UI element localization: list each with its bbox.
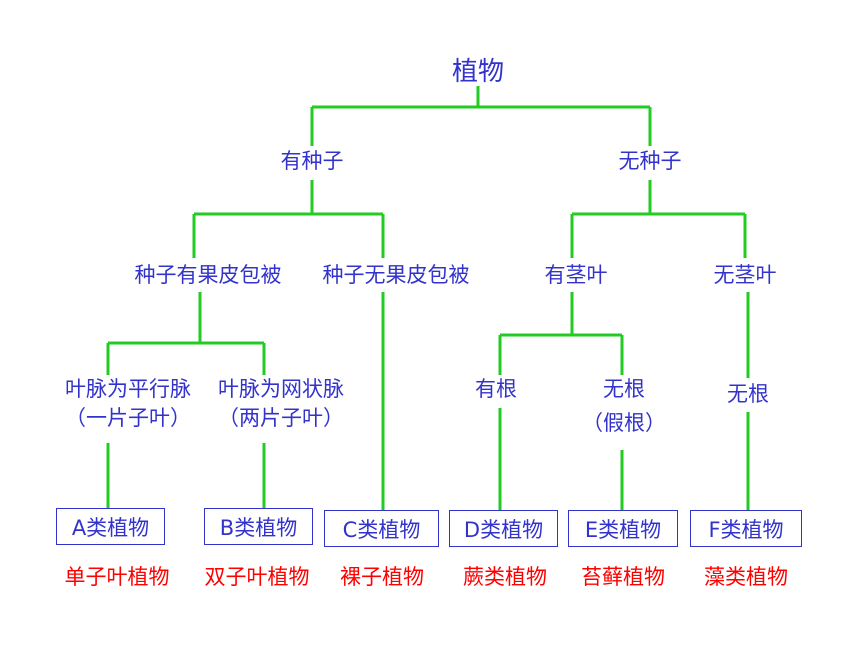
group-fern: 蕨类植物	[463, 565, 547, 589]
node-two-cotyledons: （两片子叶）	[218, 406, 344, 430]
root-node: 植物	[451, 57, 505, 87]
node-no-stem-leaf: 无茎叶	[713, 263, 777, 287]
node-seed-with-pericarp: 种子有果皮包被	[134, 263, 282, 287]
node-algae-no-root: 无根	[727, 382, 769, 406]
node-has-seed: 有种子	[280, 149, 344, 173]
group-moss: 苔藓植物	[581, 565, 665, 589]
node-has-stem-leaf: 有茎叶	[544, 263, 608, 287]
class-box-a: A类植物	[56, 508, 165, 545]
node-net-veins: 叶脉为网状脉	[218, 377, 344, 401]
class-box-c: C类植物	[324, 510, 439, 547]
node-no-seed: 无种子	[618, 149, 682, 173]
group-gymnosperm: 裸子植物	[340, 565, 424, 589]
class-box-f: F类植物	[690, 510, 802, 547]
node-seed-without-pericarp: 种子无果皮包被	[322, 263, 470, 287]
class-box-d: D类植物	[449, 510, 558, 547]
node-has-root: 有根	[475, 377, 517, 401]
group-dicot: 双子叶植物	[204, 565, 310, 589]
node-one-cotyledon: （一片子叶）	[65, 406, 191, 430]
node-parallel-veins: 叶脉为平行脉	[65, 377, 191, 401]
class-box-e: E类植物	[568, 510, 678, 547]
node-false-root: （假根）	[582, 411, 666, 435]
node-no-root: 无根	[603, 377, 645, 401]
class-box-b: B类植物	[204, 508, 313, 545]
group-algae: 藻类植物	[704, 565, 788, 589]
group-monocot: 单子叶植物	[64, 565, 170, 589]
